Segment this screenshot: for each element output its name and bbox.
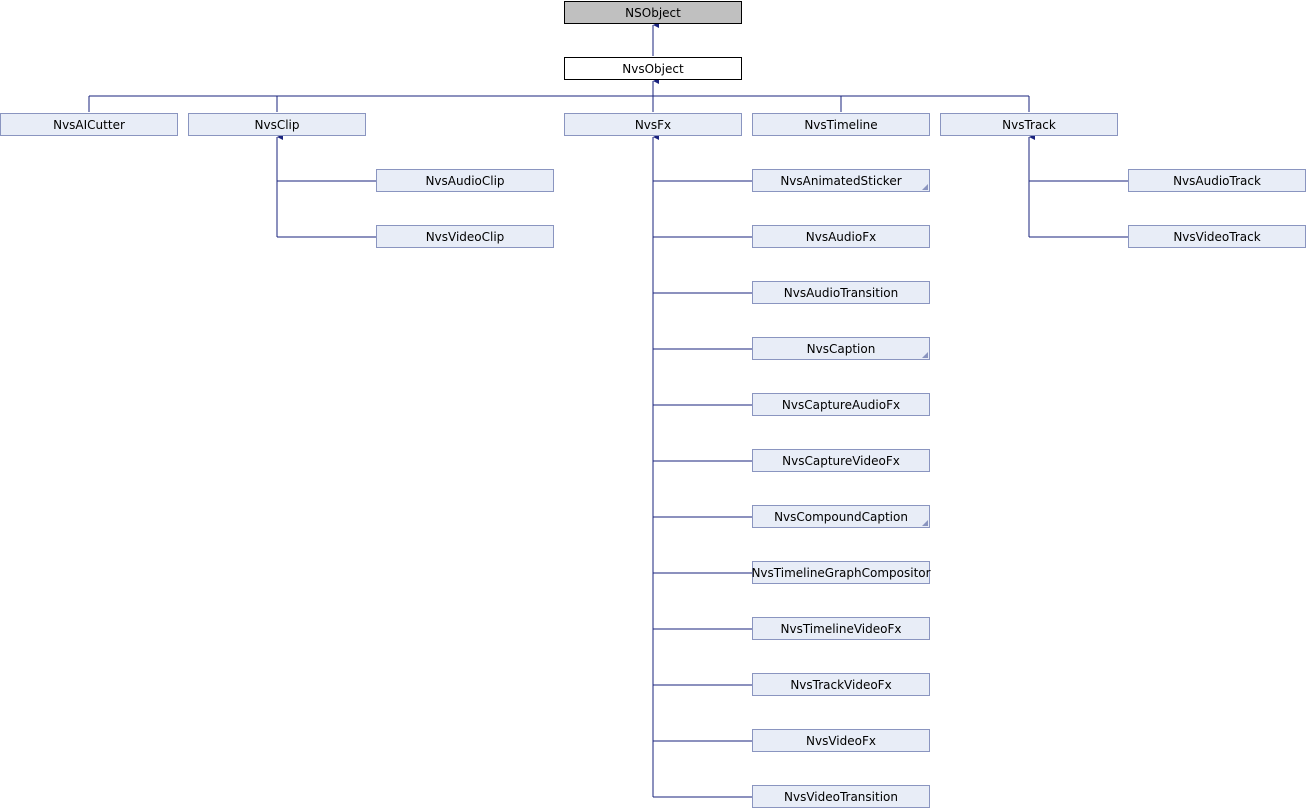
class-node-nvsvideotransition[interactable]: NvsVideoTransition bbox=[752, 785, 930, 808]
class-node-nvsaudiofx[interactable]: NvsAudioFx bbox=[752, 225, 930, 248]
has-subclasses-icon bbox=[922, 184, 928, 190]
class-node-nvsclip[interactable]: NvsClip bbox=[188, 113, 366, 136]
class-node-nvstrack[interactable]: NvsTrack bbox=[940, 113, 1118, 136]
class-node-nvsfx[interactable]: NvsFx bbox=[564, 113, 742, 136]
class-node-nvsvideofx[interactable]: NvsVideoFx bbox=[752, 729, 930, 752]
class-node-nvsanimatedsticker[interactable]: NvsAnimatedSticker bbox=[752, 169, 930, 192]
class-node-nvsaudiotrack[interactable]: NvsAudioTrack bbox=[1128, 169, 1306, 192]
class-node-nvsaicutter[interactable]: NvsAICutter bbox=[0, 113, 178, 136]
class-node-nvsaudiotransition[interactable]: NvsAudioTransition bbox=[752, 281, 930, 304]
class-node-nvstimelinevideofx[interactable]: NvsTimelineVideoFx bbox=[752, 617, 930, 640]
class-node-nvsvideoclip[interactable]: NvsVideoClip bbox=[376, 225, 554, 248]
class-node-nvstimelinegraphcompositor[interactable]: NvsTimelineGraphCompositor bbox=[751, 561, 931, 584]
class-node-nvstrackvideofx[interactable]: NvsTrackVideoFx bbox=[752, 673, 930, 696]
class-node-nvscompoundcaption[interactable]: NvsCompoundCaption bbox=[752, 505, 930, 528]
class-node-nvstimeline[interactable]: NvsTimeline bbox=[752, 113, 930, 136]
class-node-nvscaptureaudiofx[interactable]: NvsCaptureAudioFx bbox=[752, 393, 930, 416]
class-node-nvscapturevideofx[interactable]: NvsCaptureVideoFx bbox=[752, 449, 930, 472]
class-node-nvsaudioclip[interactable]: NvsAudioClip bbox=[376, 169, 554, 192]
class-node-nvsobject[interactable]: NvsObject bbox=[564, 57, 742, 80]
has-subclasses-icon bbox=[922, 520, 928, 526]
class-node-nsobject[interactable]: NSObject bbox=[564, 1, 742, 24]
has-subclasses-icon bbox=[922, 352, 928, 358]
class-node-nvscaption[interactable]: NvsCaption bbox=[752, 337, 930, 360]
class-node-nvsvideotrack[interactable]: NvsVideoTrack bbox=[1128, 225, 1306, 248]
